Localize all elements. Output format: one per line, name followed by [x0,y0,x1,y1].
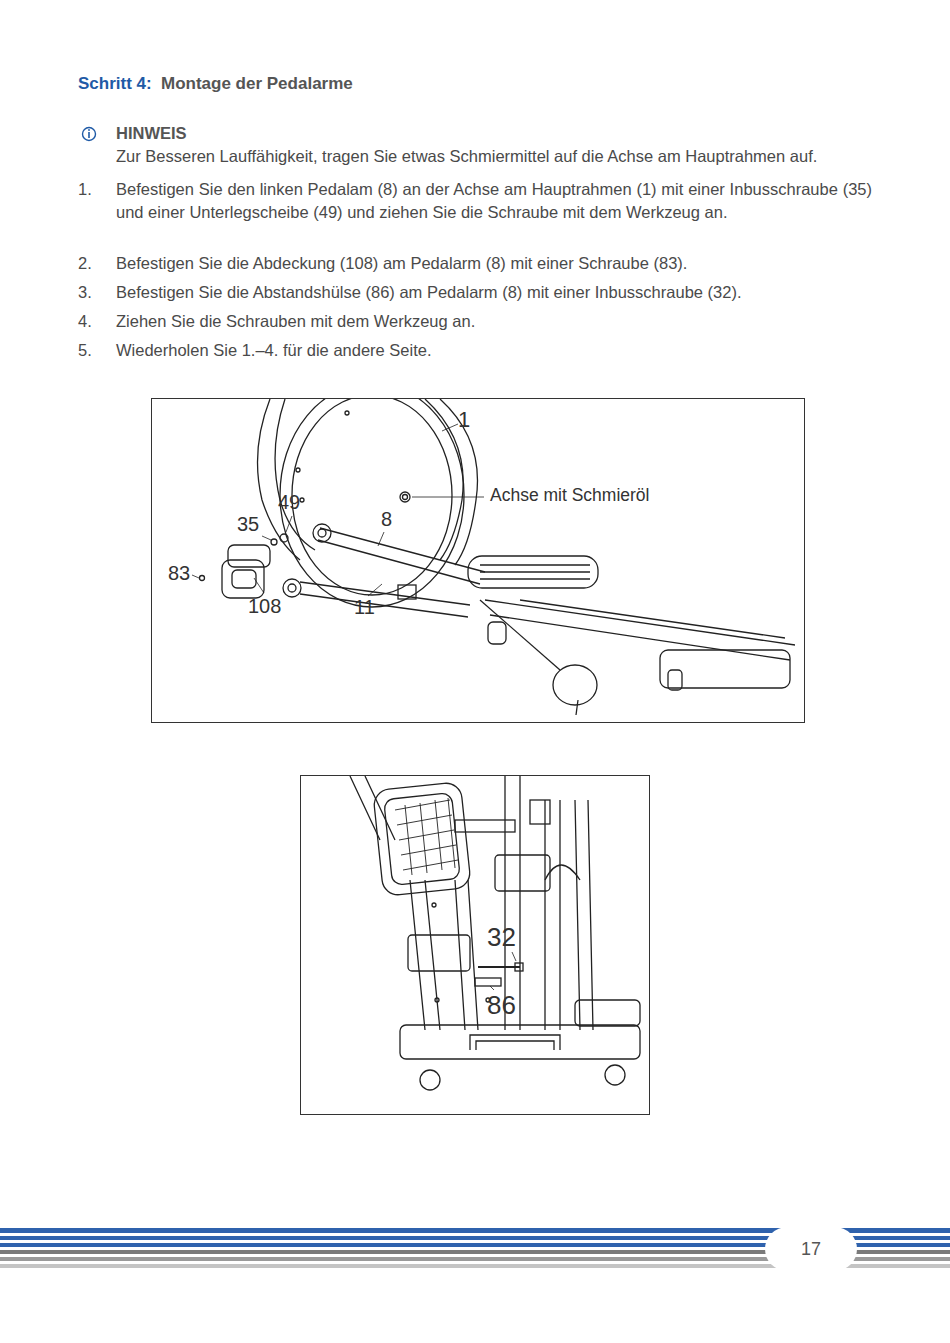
list-number: 3. [78,281,112,304]
callout-label: Achse mit Schmieröl [490,487,650,505]
list-number: 1. [78,178,112,201]
callout-number: 35 [237,514,259,534]
instruction: Befestigen Sie die Abstandshülse (86) am… [116,281,872,304]
info-icon [83,128,96,141]
callout-number: 83 [168,563,190,583]
page-number-text: 17 [801,1240,821,1258]
figure-frame: 32 86 [300,775,650,1115]
leader-lines [490,952,516,990]
note-text: Zur Besseren Lauffähigkeit, tragen Sie e… [116,145,876,168]
callout-number: 1 [458,409,470,431]
page-title: Montage der Pedalarme [161,72,353,95]
leader-lines [192,424,484,596]
instruction: Befestigen Sie den linken Pedalam (8) an… [116,178,872,224]
instruction: Wiederholen Sie 1.–4. für die andere Sei… [116,339,872,362]
callout-number: 11 [354,597,375,617]
callout-number: 108 [248,596,281,616]
instruction: Befestigen Sie die Abdeckung (108) am Pe… [116,252,872,275]
figure-frame: 1Achse mit Schmieröl 49 8 35 83 108 11 [151,398,805,723]
callout-number: 32 [487,924,516,950]
note-heading: HINWEIS [116,122,187,145]
callout-number: 8 [381,509,392,529]
instruction: Ziehen Sie die Schrauben mit dem Werkzeu… [116,310,872,333]
list-number: 2. [78,252,112,275]
page-number: 17 [765,1227,857,1271]
list-number: 4. [78,310,112,333]
list-number: 5. [78,339,112,362]
callout-number: 86 [487,992,516,1018]
pedal-figure [350,776,640,1090]
step-label: Schritt 4: [78,72,152,95]
elliptical-figure [200,399,796,715]
callout-number: 49 [278,492,300,512]
